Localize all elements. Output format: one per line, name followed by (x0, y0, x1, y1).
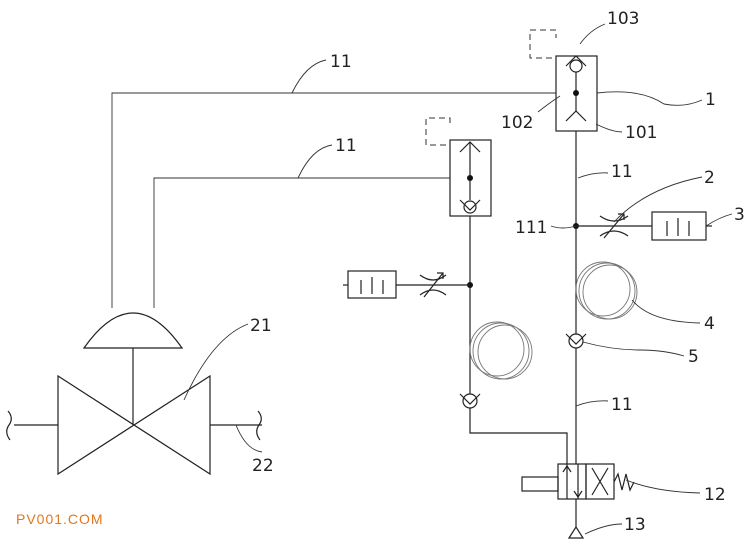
label-102: 102 (501, 113, 533, 133)
tank-left (343, 270, 397, 299)
label-21: 21 (250, 316, 272, 336)
label-11-middle: 11 (335, 136, 357, 156)
label-12: 12 (704, 485, 726, 505)
label-111: 111 (515, 218, 547, 238)
mid-return-line (469, 408, 568, 464)
throttle-left (419, 272, 447, 298)
label-11-upper: 11 (330, 52, 352, 72)
label-103: 103 (607, 9, 639, 29)
pilot-line-lower (153, 177, 450, 308)
label-2: 2 (704, 168, 715, 188)
pilot-valve-1 (529, 29, 598, 132)
pilot-valve-2 (425, 117, 492, 217)
label-13: 13 (624, 515, 646, 535)
leader-lines (183, 23, 733, 535)
tank-3 (651, 211, 712, 241)
label-5: 5 (688, 347, 699, 367)
label-11-lower: 11 (611, 395, 633, 415)
pilot-line-upper (111, 92, 556, 308)
label-11-right: 11 (611, 162, 633, 182)
accumulator-left (469, 321, 533, 380)
solenoid-valve-12 (521, 463, 635, 500)
watermark: PV001.COM (16, 511, 104, 527)
label-4: 4 (704, 314, 715, 334)
check-valve-5 (565, 333, 587, 349)
check-valve-left (459, 393, 481, 409)
control-valve-21 (6, 312, 262, 476)
source-13 (567, 525, 585, 539)
label-1: 1 (705, 90, 716, 110)
label-101: 101 (625, 123, 657, 143)
accumulator-4 (575, 261, 638, 320)
label-22: 22 (252, 456, 274, 476)
throttle-2 (599, 213, 629, 239)
label-3: 3 (734, 205, 745, 225)
